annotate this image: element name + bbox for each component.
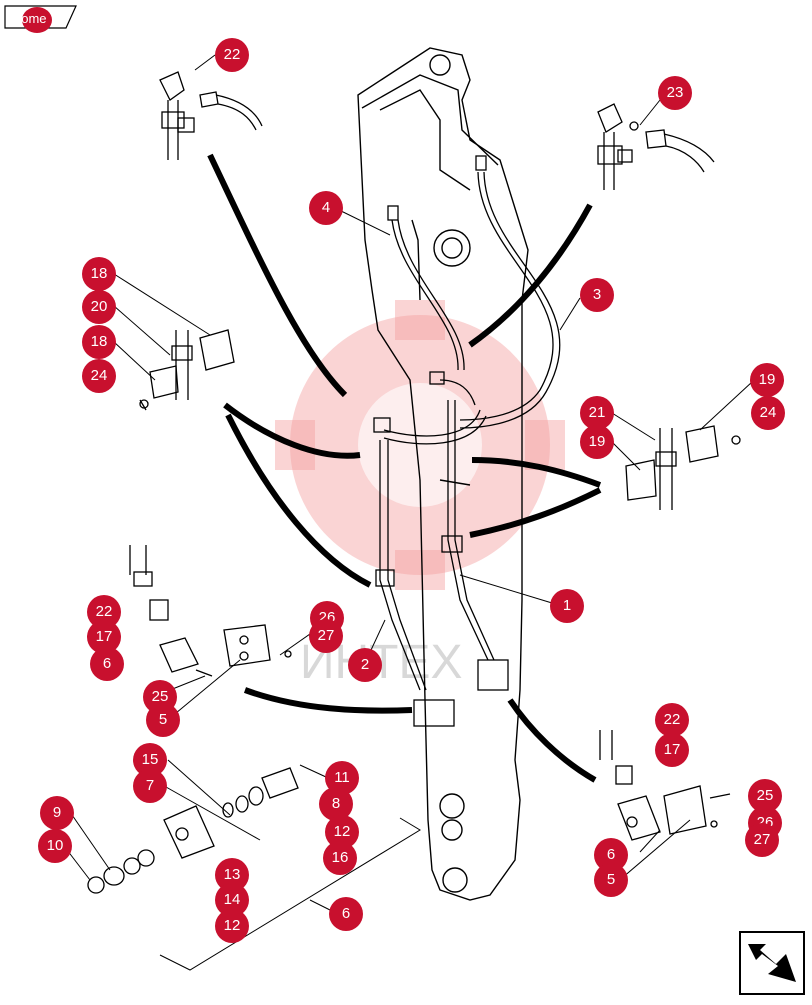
callout-17[interactable]: 17	[655, 733, 689, 767]
home-label: home	[14, 11, 47, 26]
callout-27[interactable]: 27	[309, 619, 343, 653]
callout-20[interactable]: 20	[82, 290, 116, 324]
callout-5[interactable]: 5	[594, 863, 628, 897]
boom-arm	[357, 47, 529, 901]
detail-leaders	[207, 153, 602, 783]
callout-16[interactable]: 16	[323, 841, 357, 875]
detail-lower-left-exploded	[87, 767, 299, 894]
callout-18[interactable]: 18	[82, 325, 116, 359]
detail-left-clamp	[139, 329, 235, 411]
next-page-button[interactable]	[738, 930, 806, 996]
callout-21[interactable]: 21	[580, 396, 614, 430]
detail-mid-left-block	[129, 545, 292, 677]
callout-27[interactable]: 27	[745, 823, 779, 857]
callout-4[interactable]: 4	[309, 191, 343, 225]
callout-7[interactable]: 7	[133, 769, 167, 803]
callout-5[interactable]: 5	[146, 703, 180, 737]
callout-3[interactable]: 3	[580, 278, 614, 312]
hoses	[373, 155, 561, 727]
detail-lower-right-block	[599, 730, 731, 841]
callout-6[interactable]: 6	[329, 897, 363, 931]
callout-1[interactable]: 1	[550, 589, 584, 623]
watermark-gear	[275, 300, 565, 590]
next-page-arrow-icon	[739, 931, 805, 995]
callout-6[interactable]: 6	[90, 647, 124, 681]
detail-right-clamp	[625, 425, 741, 510]
callout-12[interactable]: 12	[215, 909, 249, 943]
callout-2[interactable]: 2	[348, 648, 382, 682]
callout-18[interactable]: 18	[82, 257, 116, 291]
callout-23[interactable]: 23	[658, 76, 692, 110]
callout-22[interactable]: 22	[215, 38, 249, 72]
detail-top-right-fitting	[597, 103, 715, 190]
callout-10[interactable]: 10	[38, 829, 72, 863]
home-dot	[22, 7, 52, 33]
callout-19[interactable]: 19	[750, 363, 784, 397]
callout-24[interactable]: 24	[751, 396, 785, 430]
callout-24[interactable]: 24	[82, 359, 116, 393]
callout-22[interactable]: 22	[655, 703, 689, 737]
callout-19[interactable]: 19	[580, 425, 614, 459]
callout-9[interactable]: 9	[40, 796, 74, 830]
detail-top-left-fitting	[159, 71, 263, 160]
home-tab[interactable]: home	[4, 4, 80, 33]
